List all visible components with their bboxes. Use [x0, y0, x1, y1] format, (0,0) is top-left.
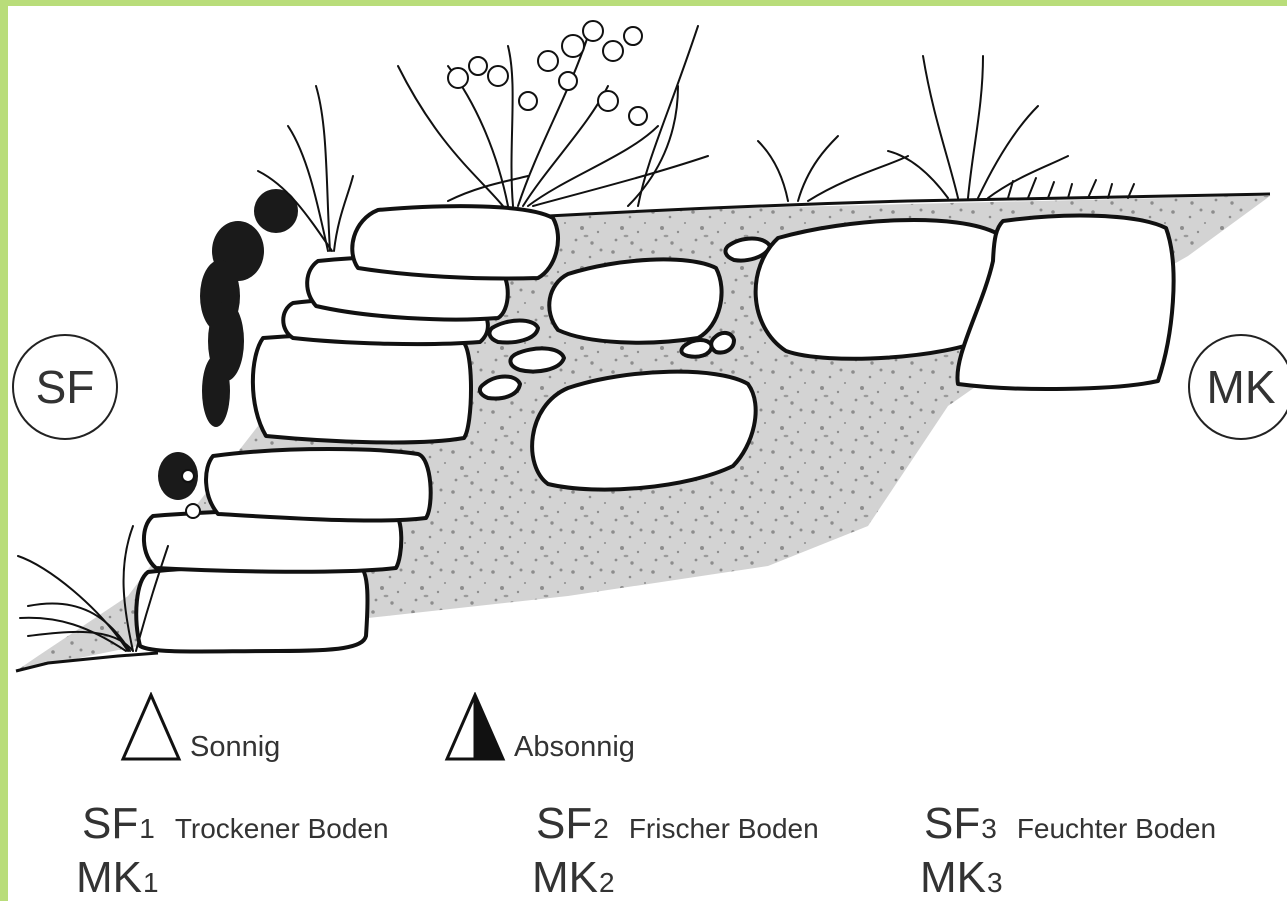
- class-description: Frischer Boden: [629, 815, 819, 843]
- class-code: MK: [76, 856, 142, 900]
- class-code: SF: [82, 802, 138, 846]
- class-description: Feuchter Boden: [1017, 815, 1216, 843]
- class-index: 2: [599, 869, 615, 897]
- class-code: MK: [920, 856, 986, 900]
- class-code: SF: [536, 802, 592, 846]
- pebble: [490, 321, 538, 343]
- mk-badge: MK: [1188, 334, 1287, 440]
- class-index: 1: [139, 815, 155, 843]
- pebble: [711, 333, 734, 353]
- class-description: Trockener Boden: [175, 815, 389, 843]
- legend-label: Absonnig: [514, 733, 635, 762]
- sf-badge: SF: [12, 334, 118, 440]
- half-shade-triangle-icon: [444, 692, 506, 762]
- interior-stone: [549, 259, 721, 342]
- pebble: [681, 340, 712, 357]
- class-code: SF: [924, 802, 980, 846]
- wall-stone: [352, 206, 558, 278]
- legend-label: Sonnig: [190, 733, 280, 762]
- class-index: 3: [981, 815, 997, 843]
- wall-stone: [206, 449, 431, 521]
- wall-stone: [253, 335, 471, 443]
- class-code: MK: [532, 856, 598, 900]
- sun-triangle-icon: [120, 692, 182, 762]
- legend-absonnig: Absonnig: [444, 692, 635, 762]
- class-index: 2: [593, 815, 609, 843]
- wall-stone: [136, 565, 367, 651]
- stone-wall-illustration: [8, 6, 1287, 901]
- legend-sonnig: Sonnig: [120, 692, 280, 762]
- class-index: 3: [987, 869, 1003, 897]
- interior-stone: [532, 372, 756, 490]
- pebble: [510, 348, 564, 371]
- class-index: 1: [143, 869, 159, 897]
